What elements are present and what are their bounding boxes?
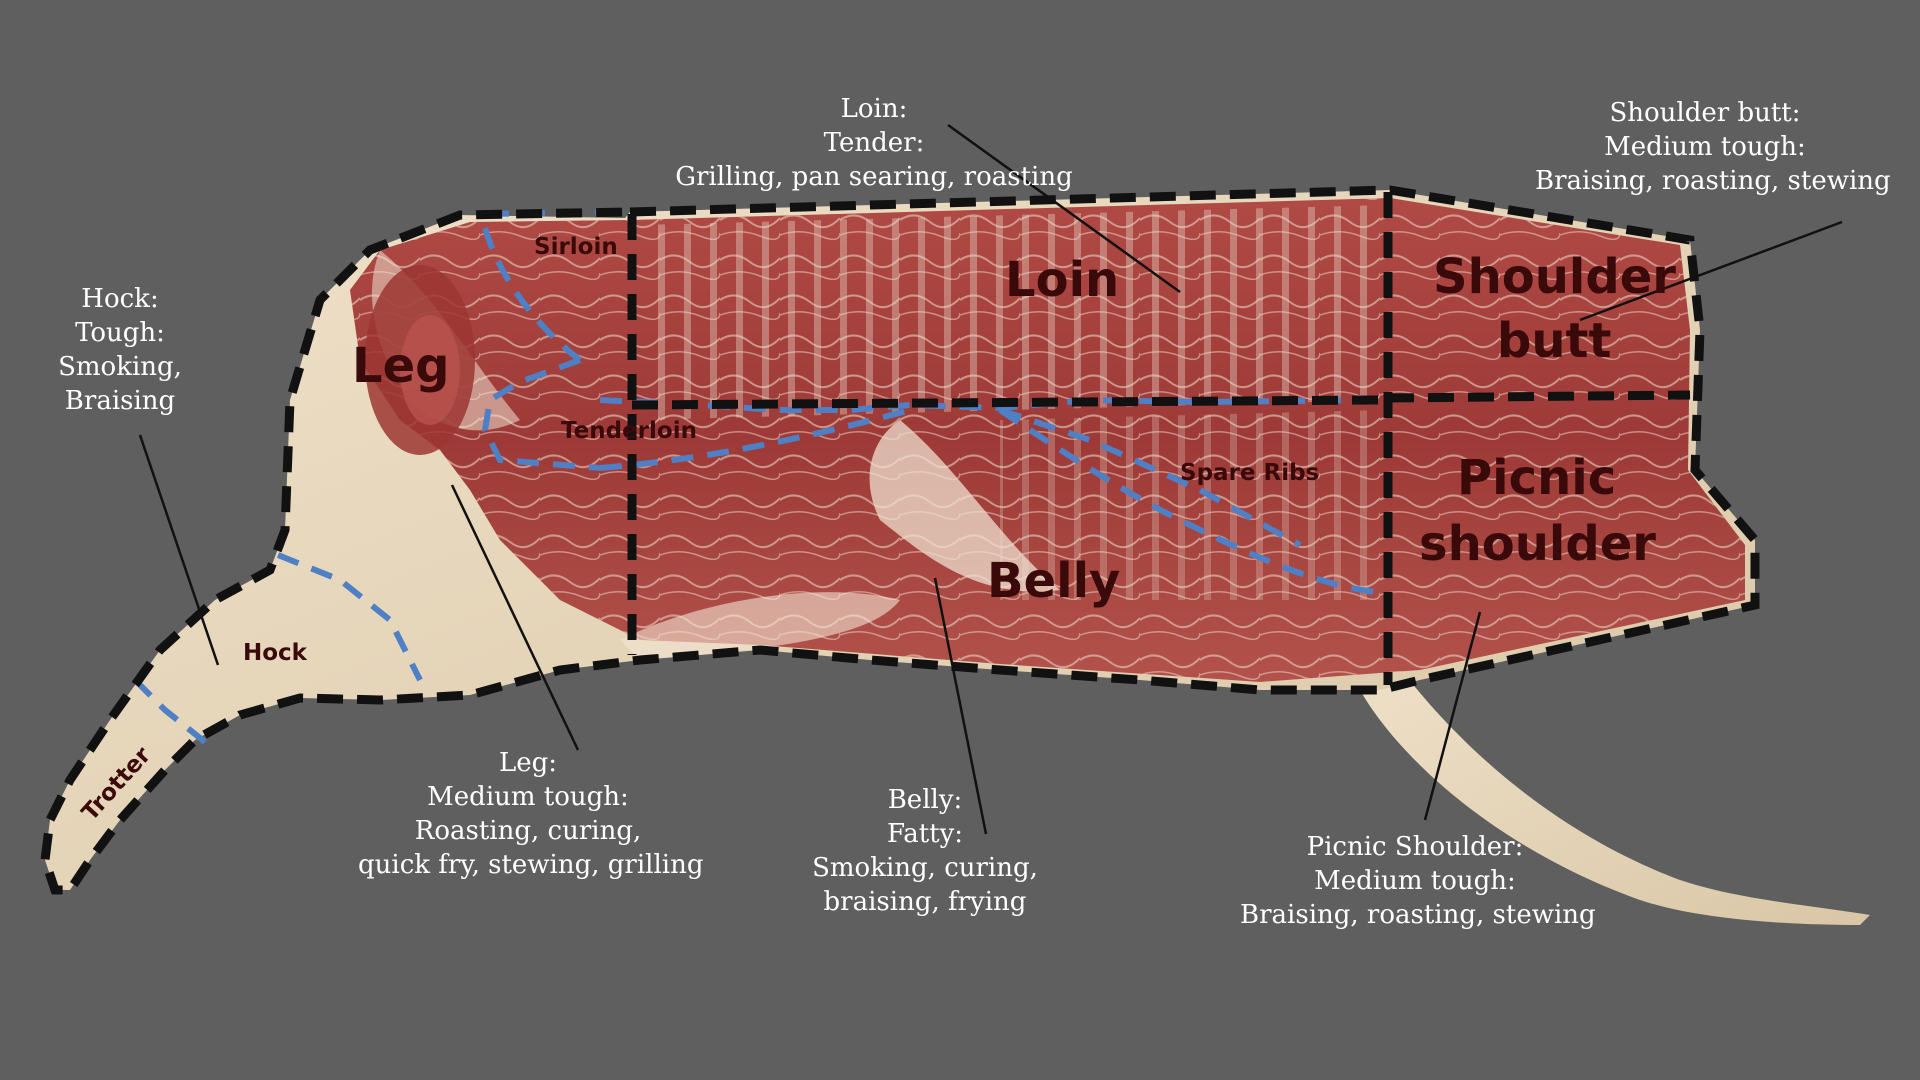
note-loin: Loin: Tender: Grilling, pan searing, roa… (675, 94, 1073, 192)
note-leg: Leg: Medium tough: Roasting, curing, qui… (358, 748, 704, 880)
leader-leg (450, 484, 580, 751)
note-shoulder-butt: Shoulder butt: Medium tough: Braising, r… (1535, 98, 1891, 196)
note-picnic-shoulder: Picnic Shoulder: Medium tough: Braising,… (1240, 832, 1596, 930)
leader-lines (138, 123, 1843, 835)
label-loin: Loin (1005, 252, 1119, 308)
label-shoulder-butt-2: butt (1497, 313, 1611, 369)
label-picnic-2: shoulder (1419, 516, 1656, 572)
leader-picnic (1423, 611, 1482, 821)
label-tenderloin: Tenderloin (561, 418, 697, 444)
leader-hock (138, 434, 220, 666)
label-sirloin: Sirloin (534, 234, 618, 260)
note-hock: Hock: Tough: Smoking, Braising (58, 284, 182, 416)
major-cut-lines (40, 185, 1760, 895)
leader-shoulder-butt (1579, 220, 1843, 322)
label-hock: Hock (243, 640, 308, 666)
leader-belly (933, 577, 988, 835)
label-leg: Leg (352, 338, 450, 394)
front-leg (1360, 640, 1870, 925)
label-spare-ribs: Spare Ribs (1180, 460, 1319, 486)
label-shoulder-butt-1: Shoulder (1433, 249, 1676, 305)
leader-loin (947, 123, 1181, 294)
note-belly: Belly: Fatty: Smoking, curing, braising,… (812, 785, 1038, 917)
label-belly: Belly (987, 553, 1120, 609)
label-picnic-1: Picnic (1457, 450, 1616, 506)
